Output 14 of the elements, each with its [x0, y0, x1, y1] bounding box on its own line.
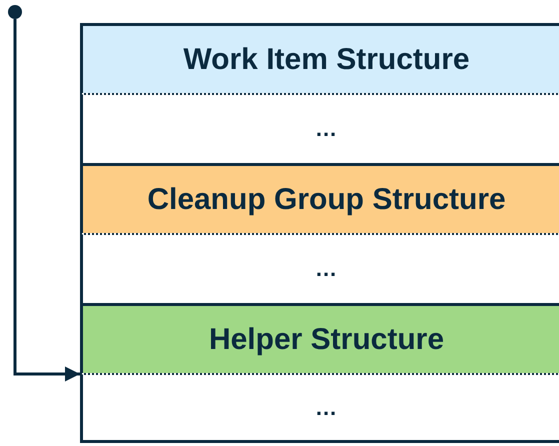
structure-row [80, 303, 559, 373]
ellipsis: ... [316, 394, 338, 420]
ellipsis-row [80, 93, 559, 163]
start-dot [8, 5, 22, 19]
ellipsis-row [80, 233, 559, 303]
row-title: Cleanup Group Structure [147, 182, 506, 216]
structure-row [80, 163, 559, 233]
arrow [14, 19, 80, 382]
structure-row [80, 23, 559, 93]
row-title: Work Item Structure [183, 42, 470, 76]
ellipsis: ... [316, 256, 338, 282]
ellipsis: ... [316, 116, 338, 142]
ellipsis-row [80, 373, 559, 443]
row-title: Helper Structure [208, 322, 444, 356]
